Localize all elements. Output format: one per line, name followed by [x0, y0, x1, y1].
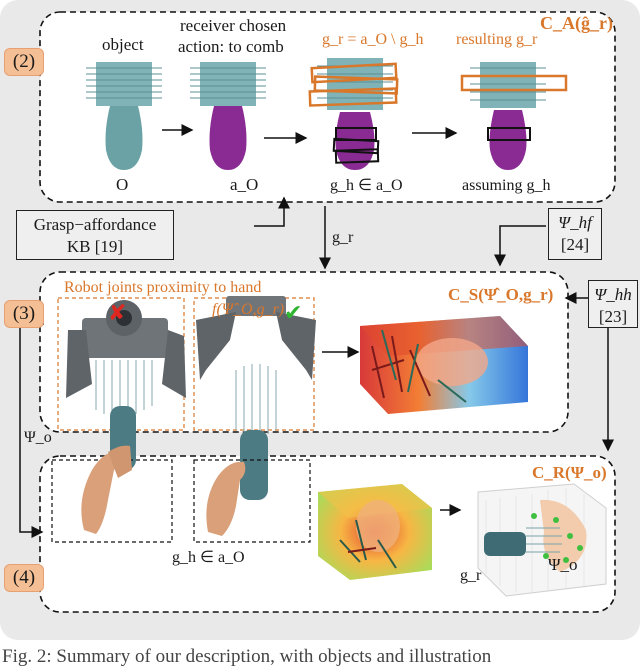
psi-hh-line2: [23]	[598, 307, 628, 326]
brush-action	[190, 62, 266, 170]
brush-result	[460, 62, 568, 170]
panel-4-title: C_R(Ψ_o)	[532, 463, 607, 482]
psi-hf-box: Ψ_hf [24]	[548, 208, 602, 260]
brush-object	[86, 62, 162, 170]
caption-resulting: resulting g_r	[456, 31, 538, 48]
proximity-function: f(Ψ̂_O,g_r)	[212, 301, 285, 318]
caption-gh-in-aO-bottom: g_h ∈ a_O	[172, 549, 245, 566]
check-mark: ✔	[284, 300, 303, 325]
label-gr-arrow: g_r	[332, 229, 354, 246]
caption-gr-bottom: g_r	[460, 567, 482, 584]
psi-hh-box: Ψ_hh [23]	[588, 280, 638, 328]
figure-caption: Fig. 2: Summary of our description, with…	[2, 646, 492, 667]
psi-hf-line2: [24]	[560, 235, 590, 254]
label-psi-o-side: Ψ_o	[24, 429, 52, 446]
robot-hand-right	[196, 296, 316, 500]
result-cube	[477, 483, 607, 597]
grasp-kb-line1: Grasp−affordance	[33, 215, 157, 234]
human-hand-left	[81, 445, 132, 534]
caption-object: object	[102, 35, 144, 54]
panel-3-label: (3)	[4, 300, 44, 328]
brush-grasp	[308, 58, 399, 170]
caption-aO: a_O	[230, 175, 259, 194]
proximity-title: Robot joints proximity to hand	[64, 279, 262, 296]
heatmap-cube-bottom	[318, 484, 432, 580]
grasp-kb-line2: KB [19]	[66, 237, 124, 256]
hand-box-right	[193, 459, 311, 543]
caption-assuming: assuming g_h	[462, 177, 551, 194]
panel-2-label: (2)	[4, 48, 44, 76]
human-hand-right	[206, 461, 246, 536]
psi-hf-line1: Ψ_hf	[558, 213, 592, 232]
robot-hand-left	[66, 300, 186, 470]
caption-O: O	[116, 175, 129, 194]
psi-hh-line1: Ψ_hh	[594, 285, 632, 304]
panel-2-title: C_A(ĝ_r)	[540, 13, 613, 33]
caption-gh-in-aO: g_h ∈ a_O	[330, 177, 403, 194]
grasp-affordance-kb-box: Grasp−affordance KB [19]	[16, 210, 174, 260]
caption-receiver-line2: action: to comb	[178, 37, 284, 56]
panel-4-label: (4)	[4, 564, 44, 592]
panel-3-title: C_S(Ψ̂_O,g_r)	[448, 285, 554, 304]
caption-receiver-line1: receiver chosen	[180, 16, 287, 35]
caption-gr-definition: g_r = a_O \ g_h	[322, 31, 424, 48]
cross-mark: ✘	[108, 300, 127, 325]
heatmap-cube-top	[360, 316, 528, 414]
caption-psi-o-bottom: Ψ_o	[548, 555, 578, 574]
